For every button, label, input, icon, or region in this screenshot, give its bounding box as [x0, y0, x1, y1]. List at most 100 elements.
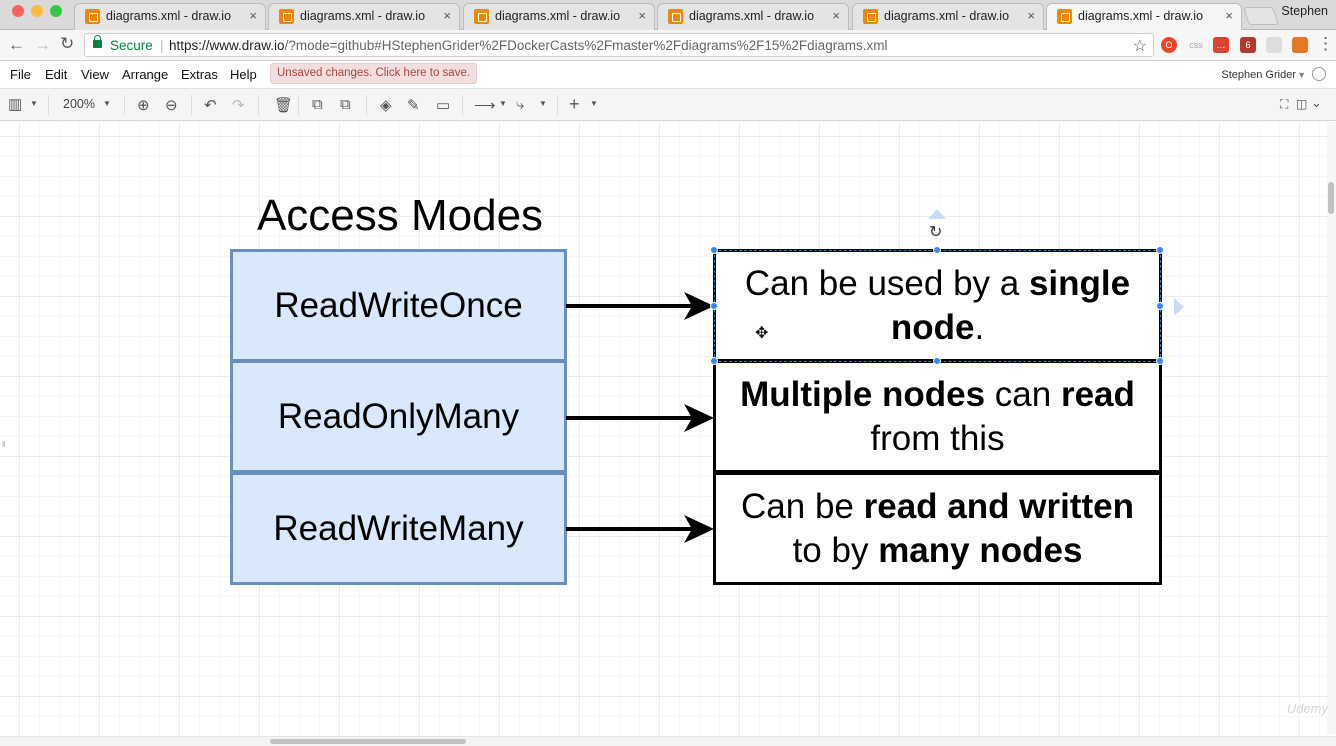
resize-handle[interactable] — [933, 357, 941, 365]
fill-color-icon[interactable]: ◈ — [380, 97, 392, 114]
panel-dropdown-icon[interactable]: ▼ — [30, 99, 38, 108]
arrow-connector[interactable] — [566, 402, 716, 434]
fullscreen-icon[interactable]: ⛶ — [1280, 97, 1289, 111]
drawio-favicon-icon — [279, 9, 294, 24]
url-input[interactable]: Secure | https://www.draw.io/?mode=githu… — [84, 33, 1154, 57]
browser-tab[interactable]: diagrams.xml - draw.io × — [657, 3, 849, 30]
resize-handle[interactable] — [1156, 357, 1164, 365]
reload-icon[interactable]: ↻ — [60, 34, 75, 53]
description-box-read-write-many[interactable]: Can be read and written to by many nodes — [713, 472, 1162, 585]
toolbar-divider — [557, 95, 558, 115]
clone-right-arrow-icon[interactable] — [1174, 298, 1184, 316]
diagram-title[interactable]: Access Modes — [256, 191, 544, 240]
horizontal-scrollbar-thumb[interactable] — [270, 739, 466, 744]
description-text-run: Can be — [741, 486, 864, 526]
language-globe-icon[interactable] — [1312, 67, 1326, 81]
to-back-icon[interactable]: ⧉ — [340, 96, 351, 113]
vertical-scrollbar-thumb[interactable] — [1328, 182, 1334, 214]
url-separator: | — [160, 38, 164, 53]
forward-arrow-icon[interactable]: → — [34, 35, 51, 54]
shadow-icon[interactable]: ▭ — [436, 97, 451, 114]
new-tab-button[interactable] — [1243, 7, 1279, 25]
delete-icon[interactable]: 🗑 — [274, 97, 294, 114]
connection-style-icon[interactable]: ⟶ — [474, 97, 496, 114]
user-name[interactable]: Stephen Grider — [1221, 69, 1296, 81]
arrow-connector[interactable] — [566, 513, 716, 545]
menu-help[interactable]: Help — [230, 67, 257, 82]
clone-up-arrow-icon[interactable] — [928, 209, 946, 219]
browser-tab[interactable]: diagrams.xml - draw.io × — [74, 3, 266, 30]
tab-close-icon[interactable]: × — [1225, 8, 1233, 23]
mode-box-readwriteonce[interactable]: ReadWriteOnce — [230, 249, 567, 362]
to-front-icon[interactable]: ⧉ — [312, 96, 323, 113]
insert-dropdown-icon[interactable]: ▼ — [590, 99, 598, 108]
bookmark-star-icon[interactable]: ☆ — [1132, 38, 1147, 55]
resize-handle[interactable] — [710, 302, 718, 310]
back-arrow-icon[interactable]: ← — [8, 35, 25, 54]
tab-close-icon[interactable]: × — [443, 8, 451, 23]
undo-icon[interactable]: ↶ — [204, 97, 217, 114]
description-box-read-multiple[interactable]: Multiple nodes can read from this — [713, 360, 1162, 473]
rotate-handle-icon[interactable]: ↻ — [929, 224, 943, 241]
tab-close-icon[interactable]: × — [638, 8, 646, 23]
zoom-window-button[interactable] — [50, 5, 62, 17]
tab-close-icon[interactable]: × — [832, 8, 840, 23]
connection-dropdown-icon[interactable]: ▼ — [499, 99, 507, 108]
minimize-window-button[interactable] — [31, 5, 43, 17]
tab-close-icon[interactable]: × — [1027, 8, 1035, 23]
css-extension-icon[interactable]: css — [1189, 40, 1203, 50]
browser-tab-active[interactable]: diagrams.xml - draw.io × — [1046, 3, 1242, 30]
opera-extension-icon[interactable]: O — [1161, 37, 1177, 53]
waypoints-dropdown-icon[interactable]: ▼ — [539, 99, 547, 108]
menu-edit[interactable]: Edit — [45, 67, 68, 82]
waypoints-icon[interactable]: ⤷ — [516, 96, 525, 113]
grey-extension-icon[interactable] — [1266, 37, 1282, 53]
resize-handle[interactable] — [710, 246, 718, 254]
browser-tab[interactable]: diagrams.xml - draw.io × — [268, 3, 460, 30]
browser-tab[interactable]: diagrams.xml - draw.io × — [852, 3, 1044, 30]
description-text: Can be used by a single node. — [726, 262, 1149, 350]
tab-title: diagrams.xml - draw.io — [884, 9, 1010, 23]
horizontal-scrollbar[interactable] — [0, 736, 1336, 746]
vertical-scrollbar[interactable] — [1327, 122, 1336, 734]
description-text-bold: many nodes — [878, 530, 1083, 570]
menu-extras[interactable]: Extras — [181, 67, 218, 82]
zoom-out-icon[interactable]: ⊖ — [165, 97, 178, 114]
zoom-level[interactable]: 200% — [63, 97, 95, 111]
lock-icon — [93, 35, 102, 48]
zoom-in-icon[interactable]: ⊕ — [137, 97, 150, 114]
tab-title: diagrams.xml - draw.io — [689, 9, 815, 23]
sidebar-grip[interactable]: ‖ — [2, 440, 6, 449]
format-panel-icon[interactable]: ◫ — [1296, 97, 1308, 111]
badge-extension-icon[interactable]: 6 — [1240, 37, 1256, 53]
menu-arrange[interactable]: Arrange — [122, 67, 169, 82]
browser-menu-icon[interactable]: ⋮ — [1317, 34, 1334, 53]
description-box-single-node[interactable]: Can be used by a single node. — [713, 249, 1162, 362]
zoom-dropdown-icon[interactable]: ▼ — [103, 99, 111, 108]
resize-handle[interactable] — [933, 246, 941, 254]
fox-extension-icon[interactable] — [1292, 37, 1308, 53]
browser-tab[interactable]: diagrams.xml - draw.io × — [463, 3, 655, 30]
tab-close-icon[interactable]: × — [249, 8, 257, 23]
redo-icon[interactable]: ↷ — [232, 97, 245, 114]
mode-box-readonlymany[interactable]: ReadOnlyMany — [230, 360, 567, 473]
mail-extension-icon[interactable]: … — [1213, 37, 1229, 53]
line-color-icon[interactable]: ✎ — [407, 97, 420, 114]
close-window-button[interactable] — [12, 5, 24, 17]
arrow-connector[interactable] — [566, 290, 716, 322]
unsaved-changes-button[interactable]: Unsaved changes. Click here to save. — [270, 63, 478, 84]
description-text-run: from this — [870, 418, 1005, 458]
format-panel-toggle-icon[interactable]: ▥ — [8, 96, 23, 113]
resize-handle[interactable] — [1156, 302, 1164, 310]
description-text-run: Can be used by a — [744, 263, 1029, 303]
collapse-chevron-icon[interactable]: ⌄ — [1311, 95, 1322, 110]
mode-box-readwritemany[interactable]: ReadWriteMany — [230, 472, 567, 585]
menu-file[interactable]: File — [10, 67, 31, 82]
user-dropdown-icon[interactable]: ▼ — [1297, 70, 1306, 80]
resize-handle[interactable] — [710, 357, 718, 365]
browser-profile-name[interactable]: Stephen — [1281, 4, 1328, 18]
resize-handle[interactable] — [1156, 246, 1164, 254]
toolbar-divider — [258, 95, 259, 115]
insert-plus-icon[interactable]: + — [569, 94, 580, 114]
menu-view[interactable]: View — [81, 67, 109, 82]
